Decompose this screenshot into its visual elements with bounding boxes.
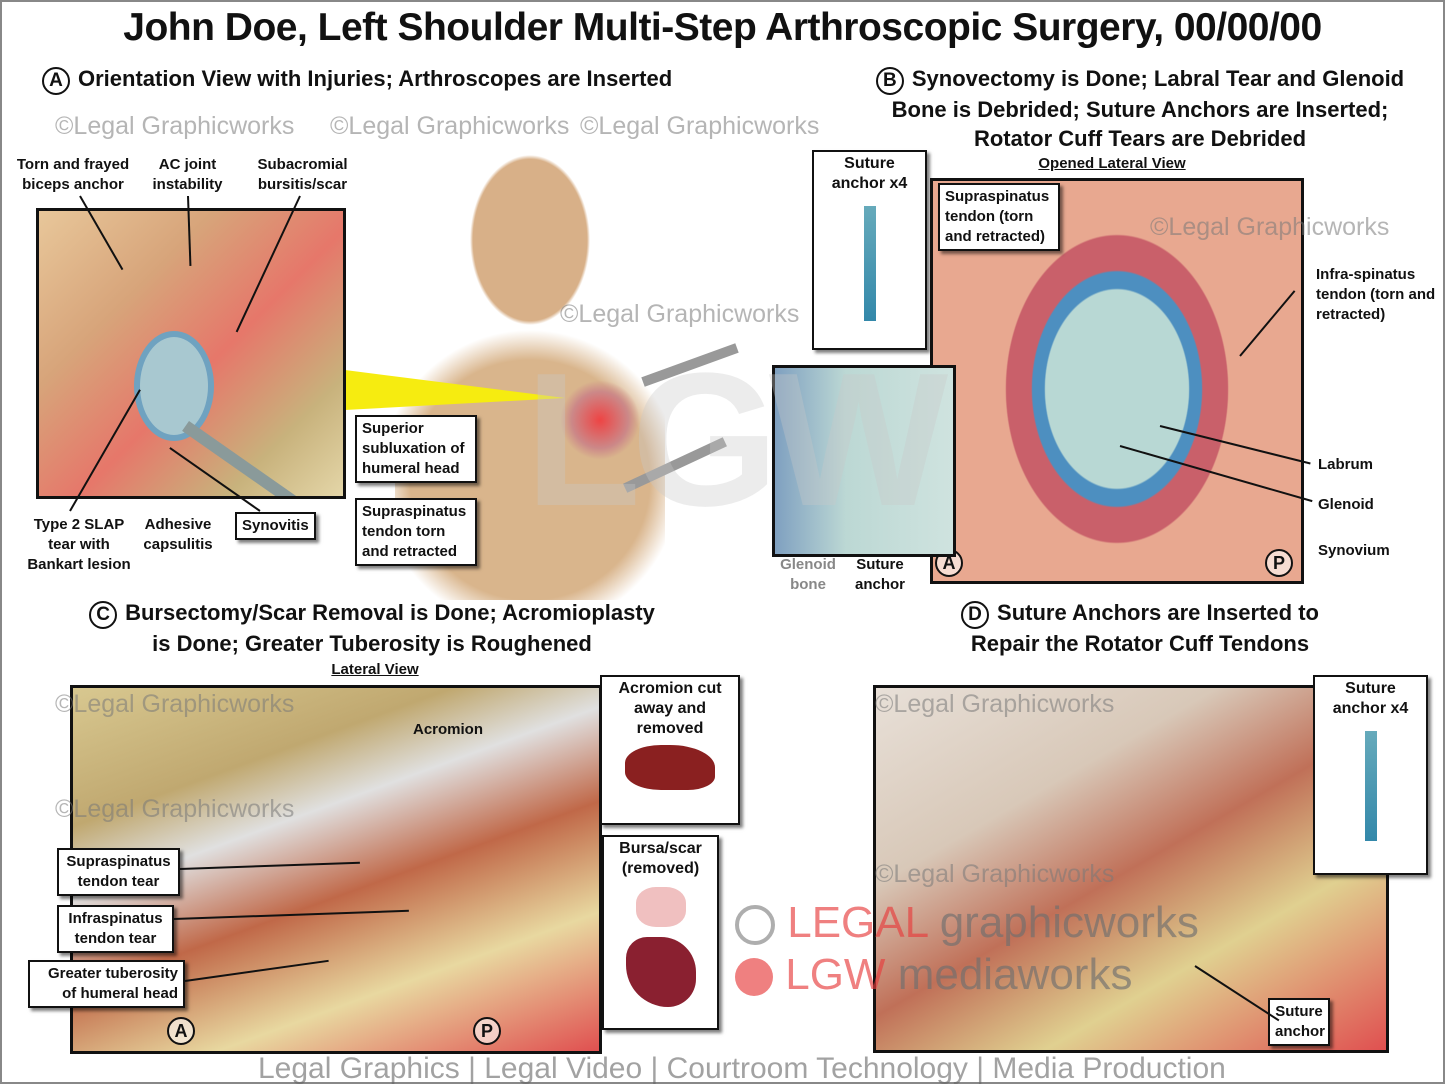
label-synovitis: Synovitis [235, 512, 316, 540]
label-synovium: Synovium [1318, 542, 1390, 559]
label-suture-anchor-d: Suture anchor [1268, 998, 1330, 1046]
label-bursa-scar: Bursa/scar (removed) [619, 840, 702, 877]
panel-a-heading-text: Orientation View with Injuries; Arthrosc… [78, 66, 673, 91]
label-glenoid-bone: Glenoid bone [780, 556, 836, 593]
label-acromion: Acromion [413, 721, 484, 738]
panel-d-heading-line: Repair the Rotator Cuff Tendons [970, 631, 1310, 656]
panel-a-heading: A Orientation View with Injuries; Arthros… [42, 64, 672, 95]
acromion-fragment-icon [625, 745, 715, 790]
panel-b-view-label: Opened Lateral View [1038, 155, 1186, 172]
panel-c-view-label: Lateral View [331, 661, 419, 678]
suture-anchor-icon [1364, 731, 1377, 841]
label-superior-subluxation: Superior subluxation of humeral head [355, 415, 477, 483]
panel-c-heading: C Bursectomy/Scar Removal is Done; Acromi… [42, 598, 702, 658]
label-biceps-anchor: Torn and frayed biceps anchor [16, 156, 130, 193]
logo-lgw: LGW [785, 950, 886, 999]
panel-d-image [873, 685, 1389, 1053]
panel-d-heading-line: Suture Anchors are Inserted to [997, 600, 1319, 625]
magnifier-icon [735, 905, 775, 946]
orientation-posterior: P [1265, 549, 1293, 577]
panel-b-image: A P [930, 178, 1304, 584]
panel-c-heading-line: Bursectomy/Scar Removal is Done; Acromio… [125, 600, 655, 625]
panel-b-letter: B [875, 67, 904, 95]
panel-c-letter: C [89, 601, 118, 629]
panel-a-image [36, 208, 346, 499]
orientation-anterior: A [167, 1017, 195, 1045]
label-supraspinatus-c: Supraspinatus tendon tear [57, 848, 180, 896]
label-subacromial: Subacromial bursitis/scar [257, 156, 348, 193]
suture-anchor-inset-b: Suture anchor x4 [812, 150, 927, 350]
panel-d-heading: D Suture Anchors are Inserted to Repair t… [900, 598, 1380, 658]
bursa-fragment-icon [635, 887, 686, 927]
suture-anchor-inset-d: Suture anchor x4 [1313, 675, 1428, 875]
panel-a-letter: A [42, 67, 70, 95]
label-infraspinatus-b: Infra-spinatus tendon (torn and retracte… [1316, 266, 1436, 323]
logo-watermark-line-2: LGW mediaworks [735, 950, 1132, 1000]
logo-tagline: Legal Graphics | Legal Video | Courtroom… [258, 1052, 1226, 1085]
logo-watermark-line-1: LEGAL graphicworks [735, 898, 1199, 948]
label-supraspinatus-b: Supraspinatus tendon (torn and retracted… [938, 183, 1060, 251]
label-infraspinatus-c: Infraspinatus tendon tear [57, 905, 174, 953]
page-title: John Doe, Left Shoulder Multi-Step Arthr… [123, 6, 1322, 49]
label-ac-joint: AC joint instability [152, 156, 223, 193]
play-icon [735, 958, 773, 997]
acromion-removed-inset: Acromion cut away and removed [600, 675, 740, 825]
label-slap-tear: Type 2 SLAP tear with Bankart lesion [27, 516, 131, 573]
lgw-center-watermark: LGW [525, 334, 948, 546]
panel-b-inset-image [772, 365, 956, 557]
glenoid-shape [134, 331, 214, 441]
label-acromion-cut: Acromion cut away and removed [618, 680, 722, 737]
panel-b-heading-line: Synovectomy is Done; Labral Tear and Gle… [911, 66, 1405, 91]
label-labrum: Labrum [1318, 456, 1374, 473]
label-suture-anchor-x4: Suture anchor x4 [831, 155, 908, 192]
panel-c-heading-line: is Done; Greater Tuberosity is Roughened [152, 631, 592, 656]
logo-legal: LEGAL [787, 898, 928, 947]
suture-anchor-icon [863, 206, 876, 321]
logo-mediaworks: mediaworks [897, 950, 1133, 999]
orientation-posterior: P [473, 1017, 501, 1045]
shoulder-injury-highlight [560, 380, 640, 460]
label-suture-anchor-b: Suture anchor [854, 556, 905, 593]
label-glenoid: Glenoid [1318, 496, 1374, 513]
panel-b-heading: B Synovectomy is Done; Labral Tear and Gl… [840, 64, 1440, 153]
logo-graphicworks: graphicworks [939, 898, 1199, 947]
panel-b-heading-line: Rotator Cuff Tears are Debrided [973, 126, 1307, 151]
arthroscope-icon [182, 421, 329, 496]
bursa-removed-inset: Bursa/scar (removed) [602, 835, 719, 1030]
scar-fragment-icon [625, 937, 696, 1007]
label-adhesive-capsulitis: Adhesive capsulitis [143, 516, 213, 553]
label-suture-anchor-x4-d: Suture anchor x4 [1332, 680, 1409, 717]
panel-d-letter: D [961, 601, 990, 629]
label-greater-tuberosity: Greater tuberosity of humeral head [28, 960, 185, 1008]
label-supraspinatus-torn: Supraspinatus tendon torn and retracted [355, 498, 477, 566]
panel-b-heading-line: Bone is Debrided; Suture Anchors are Ins… [891, 97, 1389, 122]
